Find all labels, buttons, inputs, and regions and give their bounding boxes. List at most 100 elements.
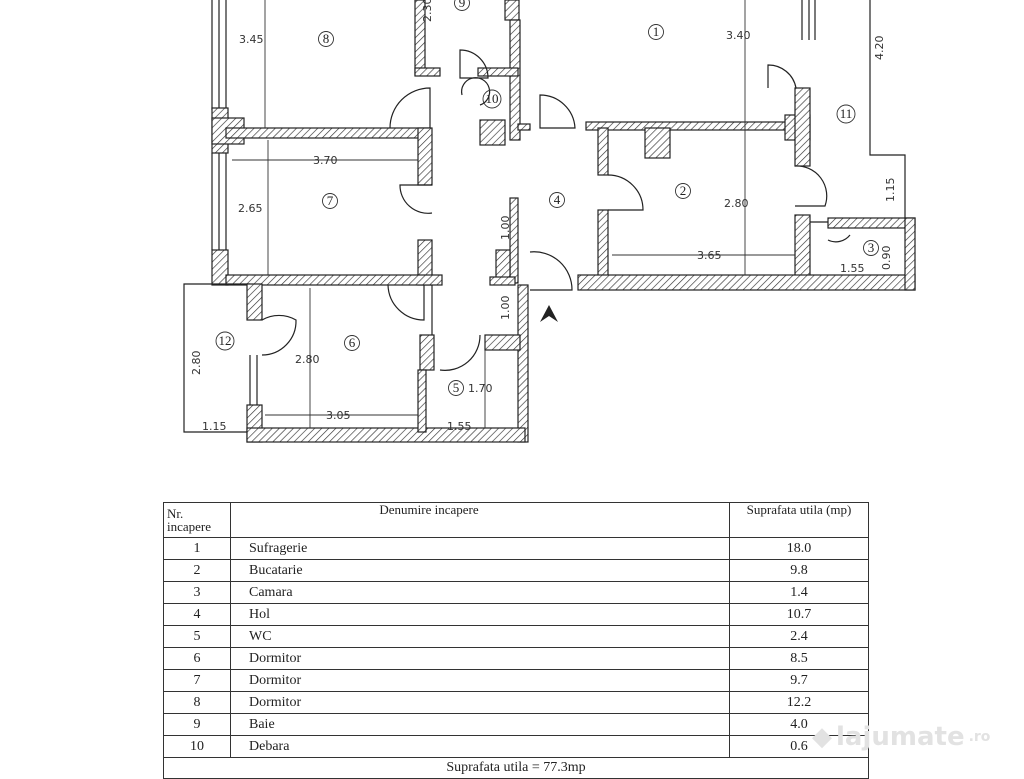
- cell-name: Baie: [230, 713, 730, 736]
- cell-area: 12.2: [729, 691, 869, 714]
- cell-nr: 7: [163, 669, 231, 692]
- watermark-text: lajumate: [836, 722, 965, 752]
- floor-plan: 8 9 1 10 11 7 4 2 3 12 6 5 3.45 2.30 3.4…: [183, 0, 916, 443]
- cell-nr: 9: [163, 713, 231, 736]
- room-9-marker: 9: [454, 0, 470, 11]
- svg-text:2.65: 2.65: [238, 202, 263, 215]
- cell-nr: 5: [163, 625, 231, 648]
- svg-text:8: 8: [323, 31, 330, 46]
- cell-area: 0.6: [729, 735, 869, 758]
- cell-nr: 1: [163, 537, 231, 560]
- cell-area: 2.4: [729, 625, 869, 648]
- cell-name: Bucatarie: [230, 559, 730, 582]
- svg-text:2: 2: [680, 183, 687, 198]
- total-row: Suprafata utila = 77.3mp: [163, 757, 869, 779]
- room-area-table: Nr. incapere Denumire incapere Suprafata…: [163, 502, 869, 779]
- header-area: Suprafata utila (mp): [729, 502, 869, 538]
- svg-text:3.45: 3.45: [239, 33, 264, 46]
- svg-text:2.80: 2.80: [190, 351, 203, 376]
- header-nr: Nr. incapere: [163, 502, 231, 538]
- svg-text:4: 4: [554, 192, 561, 207]
- room-4-marker: 4: [549, 192, 565, 208]
- room-10-marker: 10: [482, 89, 502, 109]
- svg-text:3.05: 3.05: [326, 409, 351, 422]
- watermark-logo: ◆ lajumate.ro: [812, 722, 990, 752]
- cell-area: 8.5: [729, 647, 869, 670]
- svg-text:3.70: 3.70: [313, 154, 338, 167]
- svg-text:7: 7: [327, 193, 334, 208]
- cell-area: 18.0: [729, 537, 869, 560]
- room-7-marker: 7: [322, 193, 338, 209]
- svg-text:5: 5: [453, 380, 460, 395]
- cell-nr: 4: [163, 603, 231, 626]
- svg-text:2.80: 2.80: [724, 197, 749, 210]
- svg-text:10: 10: [486, 91, 499, 106]
- svg-text:11: 11: [840, 106, 853, 121]
- cell-name: Camara: [230, 581, 730, 604]
- cell-name: Dormitor: [230, 647, 730, 670]
- room-numbers: 8 9 1 10 11 7 4 2 3 12 6 5: [215, 0, 879, 396]
- cell-nr: 10: [163, 735, 231, 758]
- cell-nr: 2: [163, 559, 231, 582]
- dimension-lines: [232, 0, 795, 428]
- svg-text:6: 6: [349, 335, 356, 350]
- cell-area: 10.7: [729, 603, 869, 626]
- svg-text:0.90: 0.90: [880, 246, 893, 271]
- cell-name: Hol: [230, 603, 730, 626]
- svg-text:12: 12: [219, 333, 232, 348]
- cell-name: Dormitor: [230, 669, 730, 692]
- walls: [183, 0, 916, 443]
- svg-text:3: 3: [868, 240, 875, 255]
- cell-area: 9.8: [729, 559, 869, 582]
- room-6-marker: 6: [344, 335, 360, 351]
- svg-text:1.55: 1.55: [840, 262, 865, 275]
- room-5-marker: 5: [448, 380, 464, 396]
- cell-name: Dormitor: [230, 691, 730, 714]
- room-1-marker: 1: [648, 24, 664, 40]
- room-8-marker: 8: [318, 31, 334, 47]
- svg-text:2.80: 2.80: [295, 353, 320, 366]
- svg-text:1.15: 1.15: [202, 420, 227, 433]
- cell-area: 1.4: [729, 581, 869, 604]
- room-12-marker: 12: [215, 331, 235, 351]
- room-3-marker: 3: [863, 240, 879, 256]
- cell-nr: 6: [163, 647, 231, 670]
- cell-name: Sufragerie: [230, 537, 730, 560]
- north-arrow-icon: [540, 305, 558, 322]
- watermark-suffix: .ro: [968, 729, 991, 745]
- cell-name: Debara: [230, 735, 730, 758]
- svg-text:1.70: 1.70: [468, 382, 493, 395]
- room-2-marker: 2: [675, 183, 691, 199]
- cell-area: 9.7: [729, 669, 869, 692]
- cell-nr: 8: [163, 691, 231, 714]
- svg-text:1.00: 1.00: [499, 296, 512, 321]
- svg-text:1.15: 1.15: [884, 178, 897, 203]
- watermark-icon: ◆: [812, 722, 832, 752]
- cell-nr: 3: [163, 581, 231, 604]
- table-header-row: Nr. incapere Denumire incapere Suprafata…: [163, 502, 869, 538]
- svg-text:4.20: 4.20: [873, 36, 886, 61]
- room-11-marker: 11: [836, 104, 856, 124]
- svg-text:1: 1: [653, 24, 660, 39]
- svg-text:9: 9: [459, 0, 466, 10]
- dimension-labels: 3.45 2.30 3.40 4.20 3.70 2.65 1.00 1.00 …: [190, 0, 897, 433]
- cell-name: WC: [230, 625, 730, 648]
- svg-text:2.30: 2.30: [421, 0, 434, 22]
- header-name: Denumire incapere: [230, 502, 730, 538]
- doors: [261, 49, 851, 371]
- svg-text:1.55: 1.55: [447, 420, 472, 433]
- svg-text:1.00: 1.00: [499, 216, 512, 241]
- svg-text:3.40: 3.40: [726, 29, 751, 42]
- cell-area: 4.0: [729, 713, 869, 736]
- total-area: Suprafata utila = 77.3mp: [163, 757, 869, 779]
